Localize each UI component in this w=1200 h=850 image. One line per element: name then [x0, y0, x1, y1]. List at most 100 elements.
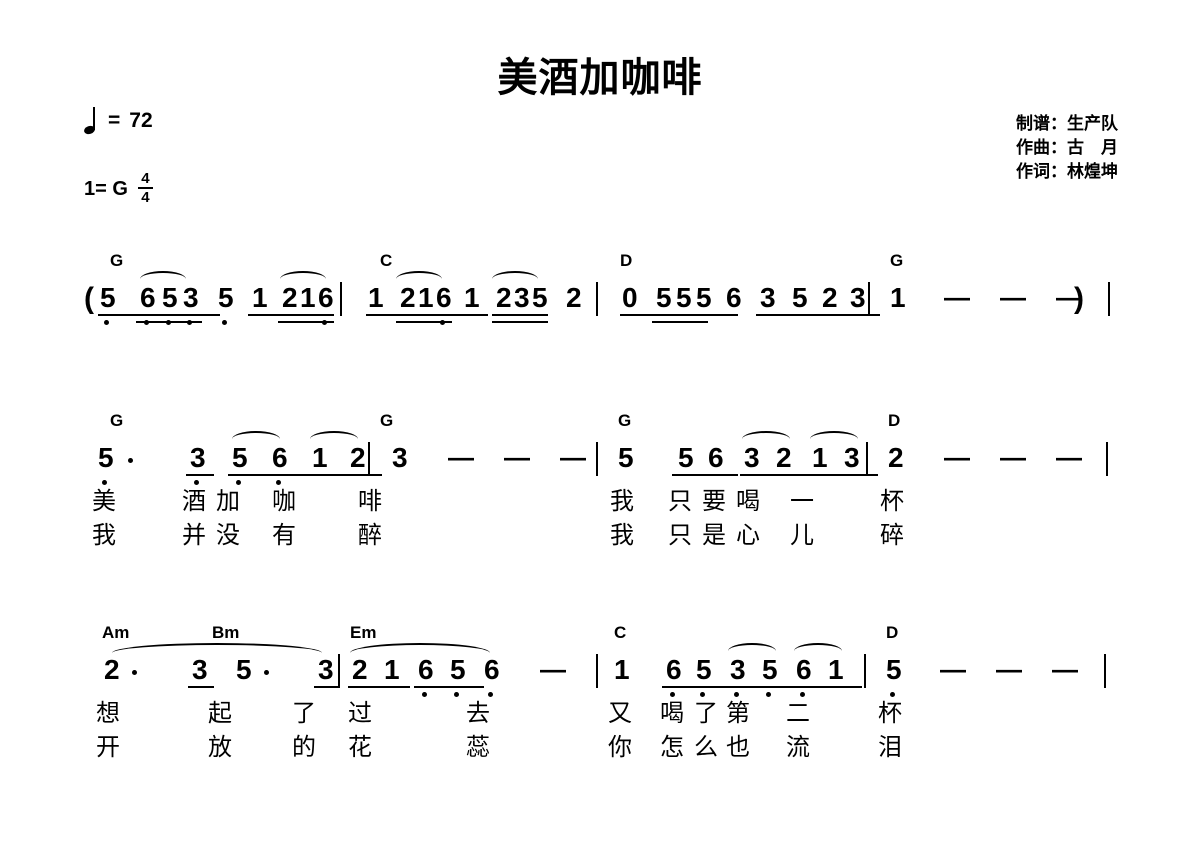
- note-number: 6: [140, 282, 156, 313]
- slur-arc: [232, 431, 280, 447]
- lyric-char: 怎: [660, 734, 684, 761]
- beam-line: [808, 474, 878, 477]
- note-number: 5: [886, 654, 902, 685]
- sustain-dash: —: [1000, 282, 1026, 312]
- note-number: 5: [792, 282, 808, 313]
- slur-arc: [140, 271, 186, 287]
- octave-low-dot: [166, 320, 171, 325]
- note-number: 3: [514, 282, 530, 313]
- note-number: 5: [656, 282, 672, 313]
- note-number: 1: [384, 654, 400, 685]
- sustain-dash: —: [944, 282, 970, 312]
- beam-line: [672, 474, 738, 477]
- lyric-char: 泪: [878, 734, 902, 761]
- sustain-dash: —: [940, 654, 966, 684]
- lyric-char: 咖: [272, 488, 296, 515]
- note-number: 0: [622, 282, 638, 313]
- octave-low-dot: [187, 320, 192, 325]
- note-number: 5: [162, 282, 178, 313]
- sustain-dash: —: [1052, 654, 1078, 684]
- beam-line: [414, 686, 484, 689]
- note-number: 5: [696, 654, 712, 685]
- lyric-char: 儿: [790, 522, 814, 549]
- lyric-char: 放: [208, 734, 232, 761]
- lyric-char: 只: [668, 488, 692, 515]
- note-number: 5: [232, 442, 248, 473]
- note-number: 2: [104, 654, 120, 685]
- beam-line: [492, 314, 548, 317]
- beam-line: [186, 474, 214, 477]
- time-signature: 4 4: [137, 170, 153, 205]
- note-number: 6: [272, 442, 288, 473]
- lyric-char: 二: [786, 700, 810, 727]
- barline: [864, 654, 867, 688]
- lyric-char: 碎: [880, 522, 904, 549]
- octave-low-dot: [890, 692, 895, 697]
- barline: [1104, 654, 1107, 688]
- slur-arc: [396, 271, 442, 287]
- sustain-dash: —: [996, 654, 1022, 684]
- octave-low-dot: [194, 480, 199, 485]
- note-number: 6: [666, 654, 682, 685]
- lyric-char: 杯: [880, 488, 904, 515]
- chord-symbol: D: [620, 251, 633, 270]
- note-number: 6: [436, 282, 452, 313]
- augmentation-dot: [264, 670, 269, 675]
- note-number: 5: [236, 654, 252, 685]
- beam-line: [98, 314, 220, 317]
- note-number: 6: [796, 654, 812, 685]
- chord-symbol: G: [380, 411, 394, 430]
- beam-line: [314, 686, 340, 689]
- lyric-char: 也: [726, 734, 750, 761]
- note-number: 5: [696, 282, 712, 313]
- lyric-char: 要: [702, 488, 726, 515]
- sustain-dash: —: [1056, 442, 1082, 472]
- barline: [596, 282, 599, 316]
- credit-line-0: 制谱：生产队: [1016, 114, 1118, 133]
- barline: [866, 442, 869, 476]
- chord-symbol: G: [618, 411, 632, 430]
- lyric-char: 杯: [878, 700, 902, 727]
- note-number: 6: [726, 282, 742, 313]
- lyric-char: 是: [702, 522, 726, 549]
- key-label: 1= G: [84, 177, 128, 200]
- beam-line: [492, 320, 548, 323]
- slur-arc: [810, 431, 858, 447]
- slur-arc: [350, 643, 490, 663]
- lyric-char: 有: [272, 522, 296, 549]
- lyric-char: 你: [608, 734, 632, 761]
- slur-arc: [112, 643, 322, 663]
- meter-numerator: 4: [141, 170, 150, 187]
- credit-line-2: 作词：林煌坤: [1016, 162, 1118, 182]
- lyric-char: 么: [694, 734, 718, 761]
- lyric-char: 心: [736, 522, 760, 549]
- augmentation-dot: [128, 458, 133, 463]
- slur-arc: [310, 431, 358, 447]
- sustain-dash: —: [1000, 442, 1026, 472]
- barline: [368, 442, 371, 476]
- octave-low-dot: [734, 692, 739, 697]
- note-number: 6: [484, 654, 500, 685]
- beam-line: [726, 686, 796, 689]
- barline: [1106, 442, 1109, 476]
- lyric-char: 蕊: [466, 734, 490, 761]
- sustain-dash: —: [504, 442, 530, 472]
- note-number: 5: [450, 654, 466, 685]
- octave-low-dot: [670, 692, 675, 697]
- note-number: 3: [190, 442, 206, 473]
- lyric-char: 喝: [736, 488, 760, 515]
- credits-block: 制谱：生产队作曲：古 月作词：林煌坤: [1016, 112, 1118, 184]
- barline: [338, 654, 341, 688]
- octave-low-dot: [422, 692, 427, 697]
- chord-symbol: C: [614, 623, 627, 642]
- lyric-char: 并: [182, 522, 206, 549]
- octave-low-dot: [322, 320, 327, 325]
